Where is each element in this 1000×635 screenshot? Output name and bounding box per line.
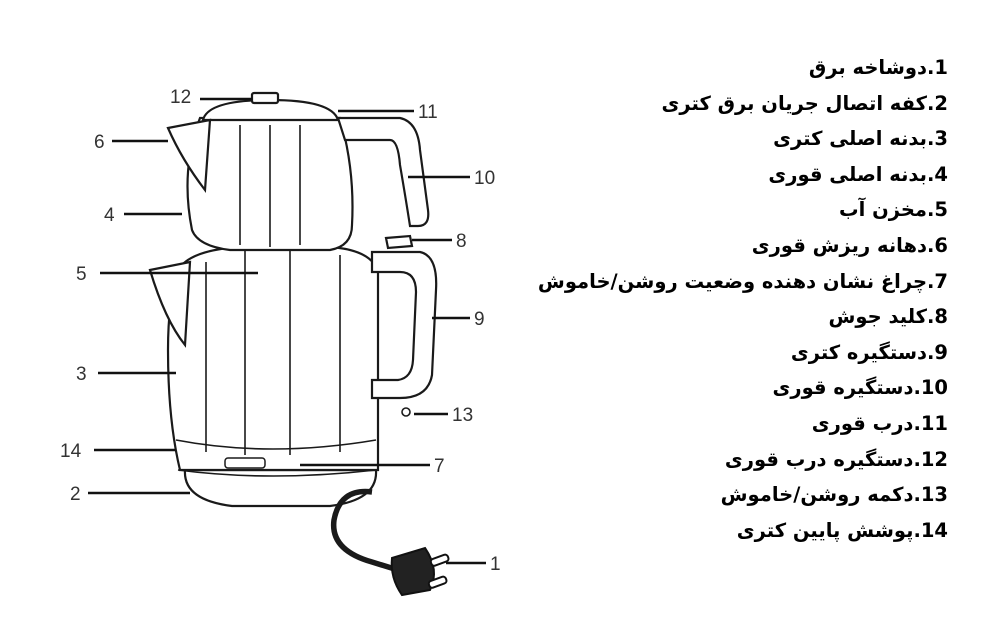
kettle-body: [166, 245, 380, 472]
legend-item-14: 14.پوشش پایین کتری: [736, 518, 948, 542]
teapot-handle: [336, 116, 430, 228]
on-off-button: [401, 407, 411, 417]
indicator-light: [224, 457, 266, 469]
base-plate: [183, 468, 378, 508]
callout-5: 5: [76, 264, 87, 285]
boil-switch: [384, 234, 414, 250]
callout-4: 4: [104, 205, 115, 226]
legend-item-4: 4.بدنه اصلی قوری: [768, 162, 948, 186]
callout-8: 8: [456, 231, 467, 252]
legend-item-11: 11.درب قوری: [811, 411, 948, 435]
callout-14: 14: [60, 441, 82, 462]
kettle-body-lines: [205, 250, 341, 455]
callout-12: 12: [170, 87, 191, 108]
legend-item-12: 12.دستگیره درب قوری: [724, 447, 948, 471]
kettle-diagram: 1 2 3 4 5 6 7 8 9 10 11 12 13 14: [60, 87, 501, 597]
legend-item-6: 6.دهانه ریزش قوری: [751, 233, 948, 257]
legend-item-8: 8.کلید جوش: [828, 305, 949, 329]
power-plug: [390, 546, 450, 597]
callout-1: 1: [490, 554, 501, 575]
callout-3: 3: [76, 364, 87, 385]
callout-10: 10: [474, 168, 495, 189]
parts-legend: 1.دوشاخه برق 2.کفه اتصال جریان برق کتری …: [478, 50, 948, 548]
legend-item-10: 10.دستگیره قوری: [772, 376, 948, 400]
callout-6: 6: [94, 132, 105, 153]
teapot-lid-knob: [250, 91, 280, 105]
callout-13: 13: [452, 405, 473, 426]
callout-9: 9: [474, 309, 485, 330]
legend-item-7: 7.چراغ نشان دهنده وضعیت روشن/خاموش: [537, 269, 948, 293]
legend-item-13: 13.دکمه روشن/خاموش: [720, 483, 948, 507]
legend-item-3: 3.بدنه اصلی کتری: [773, 127, 948, 151]
kettle-spout: [148, 260, 192, 348]
legend-item-9: 9.دستگیره کتری: [790, 340, 948, 364]
teapot-spout: [166, 118, 212, 193]
bottom-cover: [175, 439, 377, 477]
legend-item-5: 5.مخزن آب: [839, 198, 948, 222]
legend-item-1: 1.دوشاخه برق: [808, 56, 948, 79]
leader-lines: [88, 97, 486, 565]
kettle-handle: [370, 250, 438, 400]
power-cord: [330, 488, 399, 573]
teapot-body-lines: [239, 125, 301, 247]
callout-7: 7: [434, 456, 445, 477]
callout-11: 11: [418, 102, 438, 123]
callout-2: 2: [70, 484, 81, 505]
legend-item-2: 2.کفه اتصال جریان برق کتری: [661, 91, 948, 115]
